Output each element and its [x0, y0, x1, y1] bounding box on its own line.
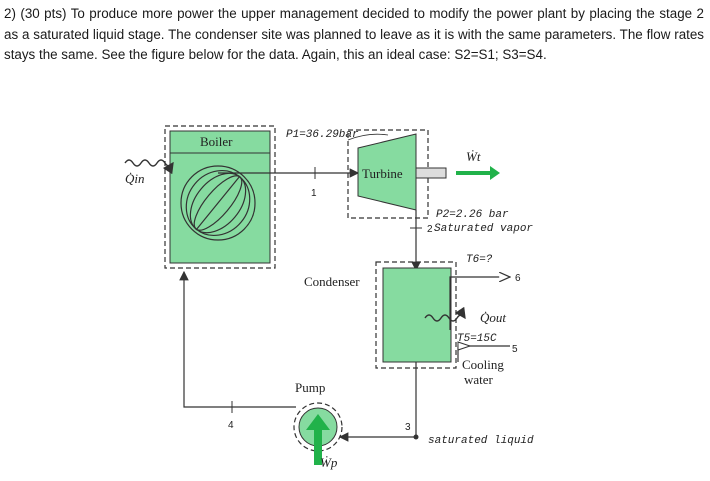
annotation-p1: P1=36.29bar [286, 129, 359, 141]
condenser-body [382, 267, 452, 363]
cooling-water-out-line [449, 277, 510, 330]
turbine-shaft [415, 167, 447, 179]
heat-in-arrow [124, 159, 174, 175]
boiler-coil [180, 165, 256, 241]
q-out-label: Q̇out [480, 310, 506, 325]
cooling-water-label-1: Cooling [462, 357, 504, 372]
annotation-t6: T6=? [466, 254, 493, 266]
state-4-label: 4 [228, 420, 234, 431]
state-5-label: 5 [512, 344, 518, 355]
boiler-label: Boiler [200, 134, 233, 149]
problem-statement: 2) (30 pts) To produce more power the up… [4, 6, 704, 62]
w-t-label: Ẇt [466, 149, 481, 164]
state-6-label: 6 [515, 273, 521, 284]
heat-out-arrow [424, 306, 466, 322]
line-pump-boiler [179, 270, 296, 408]
state-1-label: 1 [311, 188, 317, 199]
q-in-label: Q̇in [125, 171, 145, 186]
condenser-label: Condenser [304, 274, 360, 289]
turbine-label: Turbine [362, 166, 403, 181]
annotation-p2: P2=2.26 bar [436, 209, 509, 221]
annotation-sat-vapor: Saturated vapor [434, 223, 533, 235]
annotation-t5: T5=15C [457, 333, 497, 345]
boiler-boundary [164, 125, 276, 269]
state-3-label: 3 [405, 422, 411, 433]
pump-work-arrow [314, 427, 322, 465]
pump-label: Pump [295, 380, 325, 395]
annotation-sat-liquid: saturated liquid [428, 435, 534, 447]
state-2-label: 2 [427, 224, 433, 235]
pump-boundary [293, 402, 343, 452]
cooling-water-label-2: water [464, 372, 494, 387]
w-p-label: Ẇp [320, 455, 338, 470]
